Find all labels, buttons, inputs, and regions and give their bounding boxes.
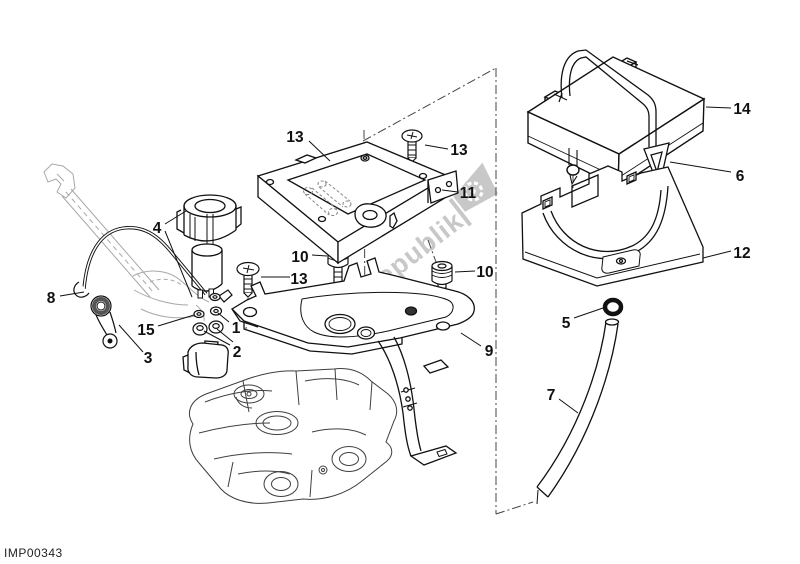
callout-9: 9 bbox=[485, 343, 494, 360]
mounting-bracket-part9 bbox=[230, 257, 475, 466]
oring-part5 bbox=[602, 297, 624, 317]
callout-labels: 13 13 11 14 6 12 5 7 9 10 10 13 4 8 3 15… bbox=[47, 101, 751, 404]
callout-4: 4 bbox=[153, 220, 162, 237]
callout-3: 3 bbox=[144, 350, 153, 367]
battery-cable-part8 bbox=[73, 226, 208, 298]
screw-part13-left bbox=[236, 261, 260, 298]
washer-nut-stack bbox=[192, 289, 233, 336]
battery-strap-part6 bbox=[560, 49, 670, 214]
engine-cylinder-head bbox=[189, 368, 398, 504]
relay-assembly-part4 bbox=[176, 194, 242, 299]
callout-13-top-left: 13 bbox=[286, 129, 304, 146]
callout-10-right: 10 bbox=[476, 264, 493, 281]
callout-8: 8 bbox=[47, 290, 56, 307]
battery-tray-part12 bbox=[521, 165, 704, 287]
callout-7: 7 bbox=[547, 387, 556, 404]
callout-14: 14 bbox=[733, 101, 751, 118]
watermark-flag-icon bbox=[448, 162, 498, 227]
drain-hose-part7 bbox=[536, 318, 620, 505]
callout-10-left: 10 bbox=[291, 249, 308, 266]
callout-11: 11 bbox=[460, 185, 477, 202]
callout-13-top-right: 13 bbox=[450, 142, 468, 159]
leader-lines bbox=[59, 106, 732, 414]
rubber-boot bbox=[182, 340, 229, 379]
battery-support-bracket-part11 bbox=[256, 141, 459, 265]
callout-2: 2 bbox=[233, 344, 242, 361]
callout-15: 15 bbox=[137, 322, 155, 339]
reference-ghost-parts bbox=[43, 163, 210, 322]
drawing-code: IMP00343 bbox=[4, 546, 63, 560]
screw-part13-top-right bbox=[401, 129, 423, 163]
ground-strap-part3 bbox=[90, 295, 118, 349]
callout-6: 6 bbox=[736, 168, 745, 185]
callout-13-mid-left: 13 bbox=[290, 271, 308, 288]
divider-line-diagonal bbox=[362, 67, 497, 142]
callout-5: 5 bbox=[562, 315, 571, 332]
callout-1: 1 bbox=[232, 320, 241, 337]
callout-12: 12 bbox=[733, 245, 750, 262]
battery-part14 bbox=[526, 56, 706, 189]
